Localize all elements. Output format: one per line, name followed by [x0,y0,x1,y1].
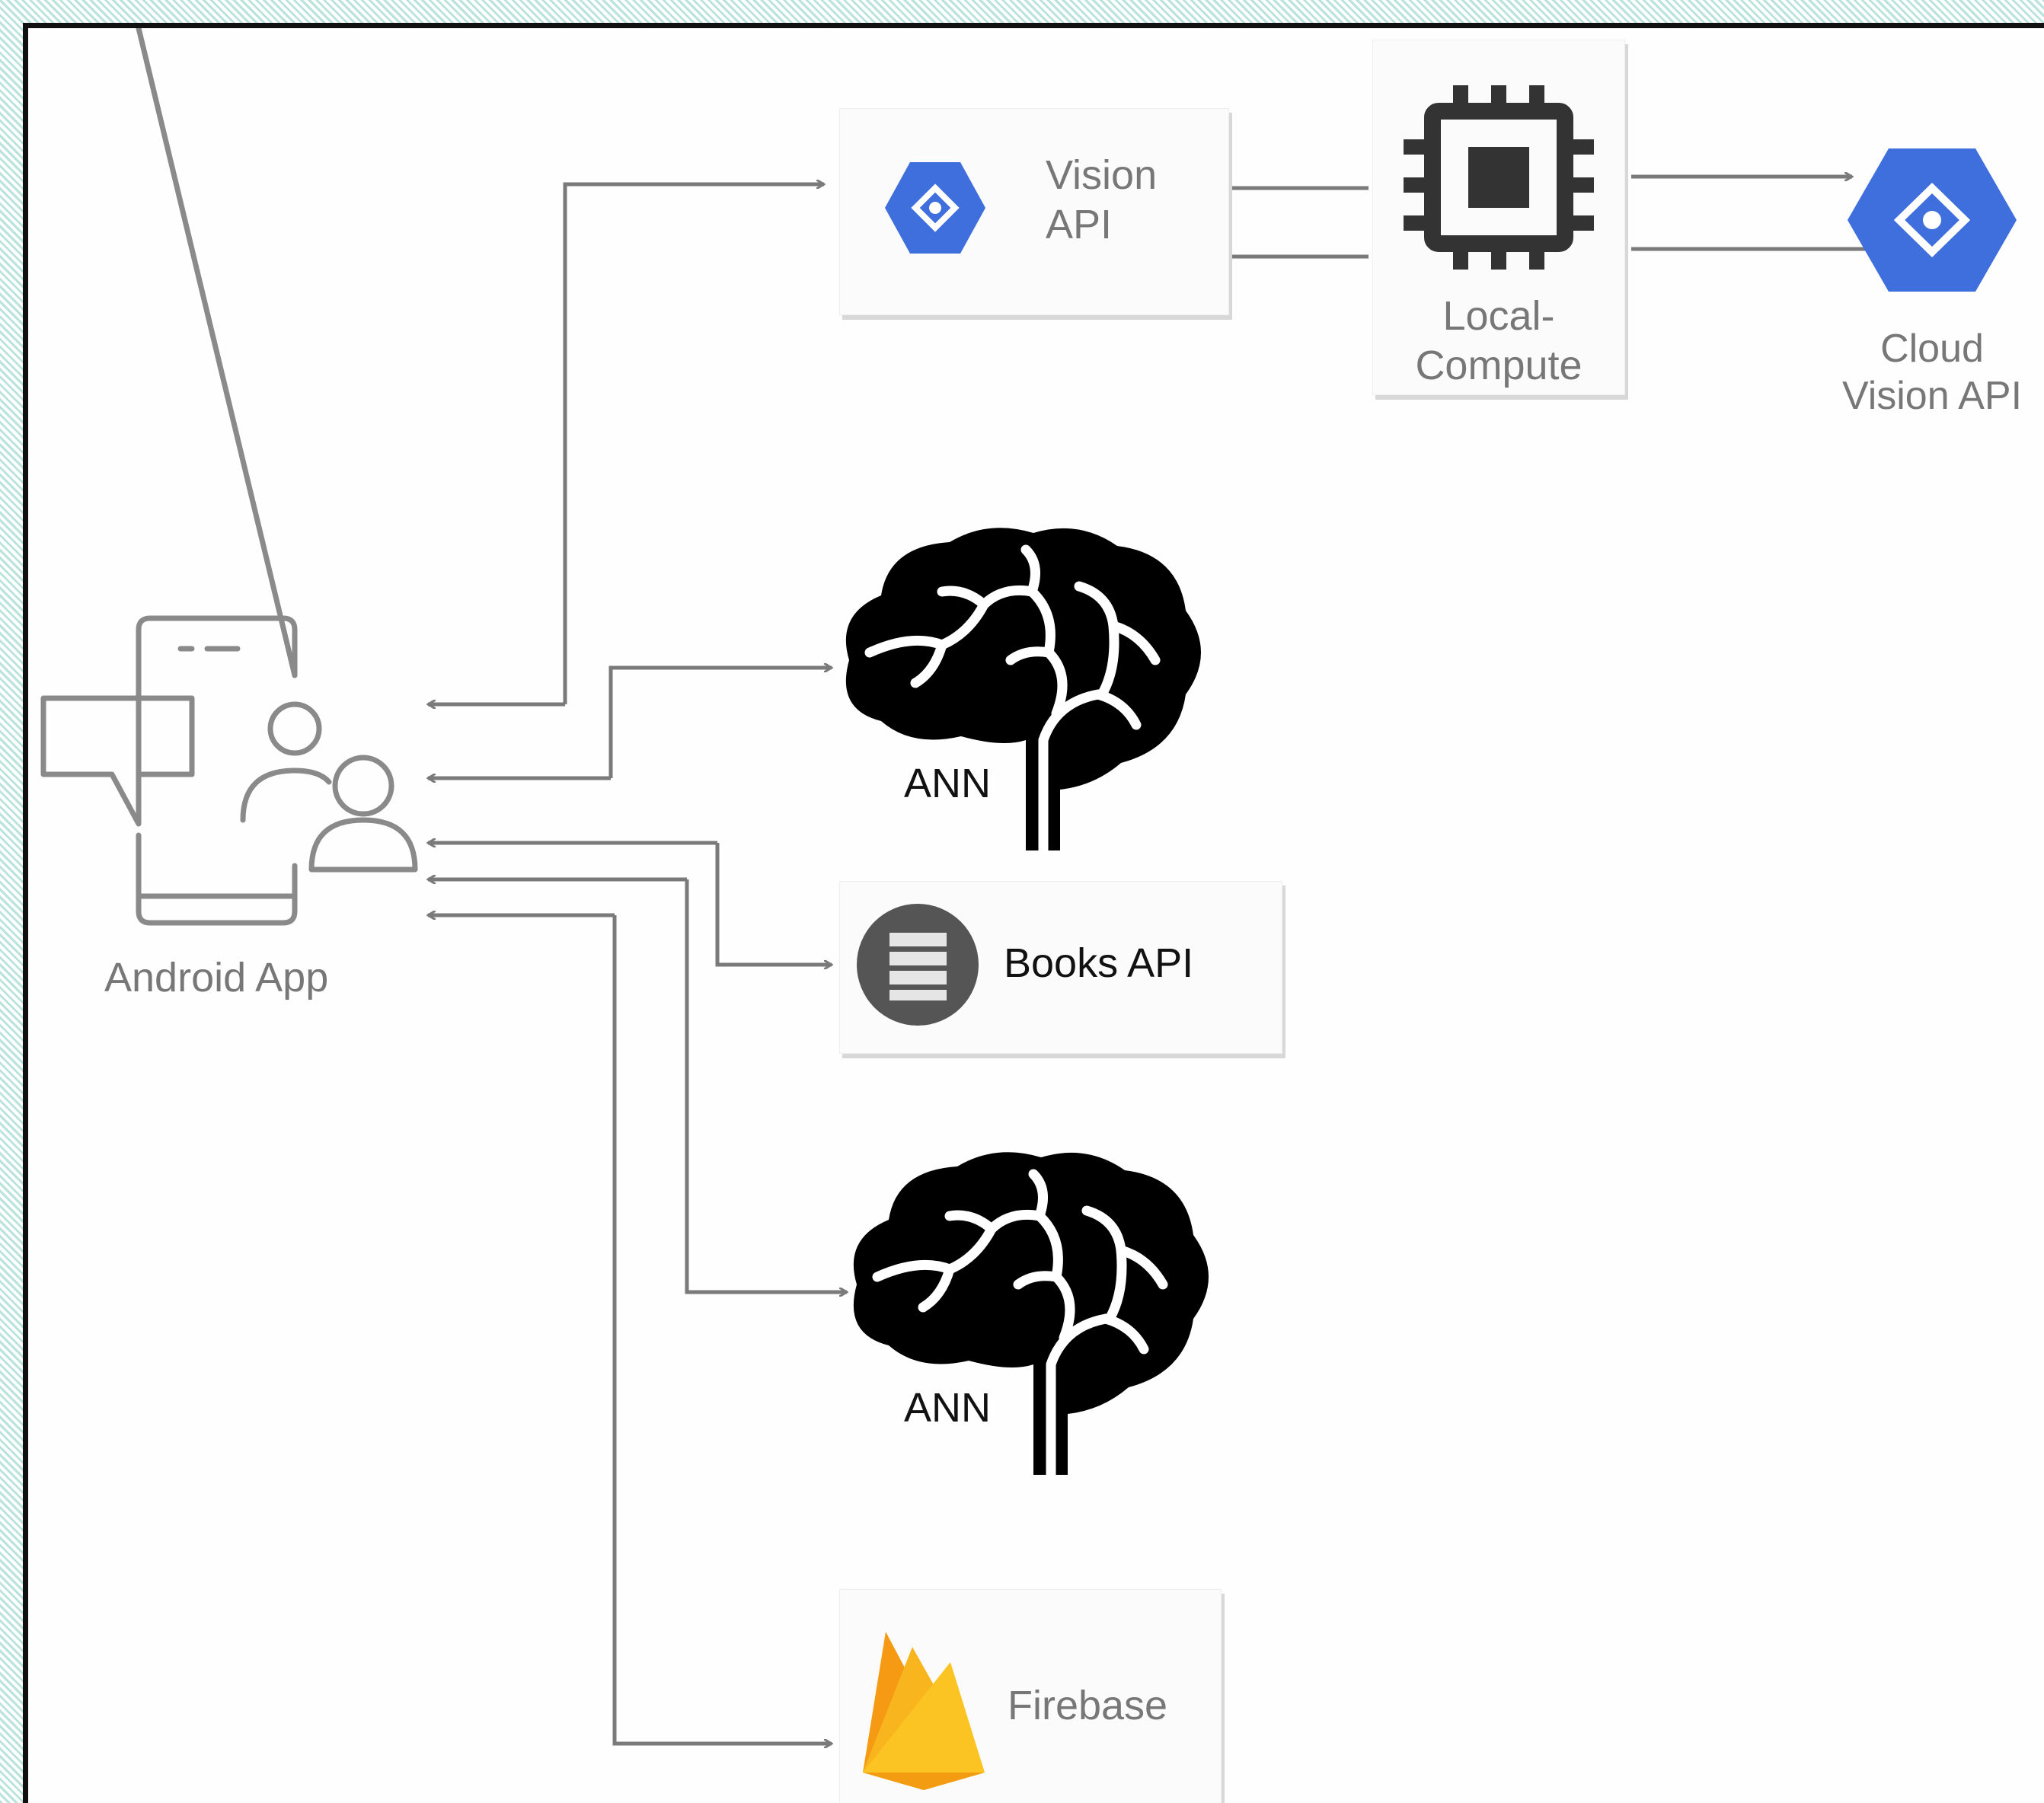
ann-bottom-label: ANN [904,1385,992,1431]
books-api-card[interactable]: Books API [839,881,1282,1054]
vision-api-label-line1: Vision [1046,152,1158,198]
cloud-vision-api-icon[interactable] [1844,142,2020,298]
ann-top-label: ANN [904,761,992,806]
diagram-canvas: Android App Vision API Local- Compute [23,23,2044,1803]
database-icon [857,904,979,1026]
google-cloud-vision-icon [885,162,985,254]
firebase-icon [863,1632,985,1790]
local-compute-label-line2: Compute [1415,342,1583,388]
phone-users-chat-icon [40,28,418,926]
vision-api-card[interactable]: Vision API [839,108,1229,315]
android-app-label: Android App [104,955,329,1000]
books-api-label: Books API [1004,940,1194,986]
arrow-app-to-ann-top [608,668,832,778]
cpu-chip-icon [1404,85,1594,270]
cloud-vision-label-line1: Cloud [1880,327,1984,371]
connector-lines [428,177,1871,1744]
cloud-vision-label-line2: Vision API [1841,374,2023,419]
arrow-app-to-firebase [612,915,832,1744]
vision-api-label-line2: API [1046,201,1113,247]
arrow-app-to-vision-api [563,184,824,704]
arrow-app-to-books-api [715,843,832,965]
connectors [28,28,1871,1803]
firebase-label: Firebase [1008,1683,1168,1728]
brain-icon-bottom [853,1152,1209,1479]
firebase-card[interactable]: Firebase [839,1589,1222,1803]
arrow-app-to-ann-bottom [685,879,847,1292]
local-compute-label-line1: Local- [1442,293,1555,339]
brain-icon [845,528,1201,854]
local-compute-card[interactable]: Local- Compute [1372,40,1625,395]
